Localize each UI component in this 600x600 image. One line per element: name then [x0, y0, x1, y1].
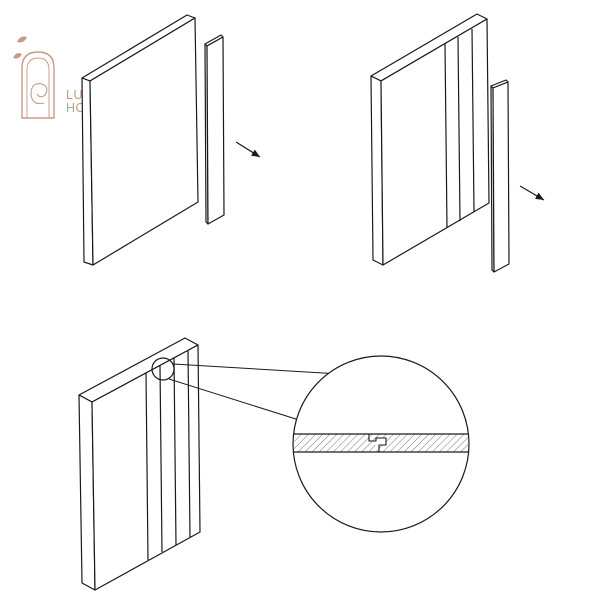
tongue-groove-joint-section	[294, 433, 468, 453]
joint-detail-view	[292, 355, 470, 533]
panel-1-insert-arrow	[235, 141, 261, 158]
panel-1-board	[81, 14, 199, 266]
panel-3-assembly	[78, 337, 341, 591]
panel-1-loose-slat	[204, 34, 225, 225]
panel-3-detail-marker	[151, 357, 175, 381]
panel-2-insert-arrow	[519, 185, 545, 201]
panel-2-loose-slat	[490, 79, 510, 273]
panel-2-board	[370, 13, 490, 266]
panel-2-installed-slats	[444, 28, 475, 229]
logo-mark-icon	[13, 36, 55, 119]
panel-3-board	[78, 337, 201, 591]
panel-1-assembly	[81, 14, 261, 266]
panel-2-assembly	[370, 13, 545, 273]
detail-callout-lines	[168, 363, 341, 421]
panel-3-installed-slats	[145, 350, 191, 561]
